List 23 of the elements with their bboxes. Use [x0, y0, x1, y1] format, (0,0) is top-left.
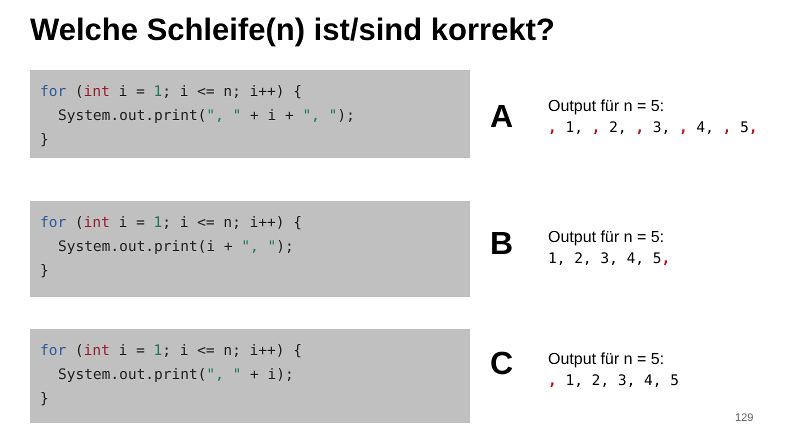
- code-line: System.out.print(", " + i);: [57, 366, 295, 385]
- code-line: }: [40, 131, 50, 150]
- option-letter: A: [490, 98, 514, 135]
- code-block: [30, 70, 470, 158]
- code-block: [30, 329, 470, 423]
- code-block: [30, 201, 470, 297]
- slide-title: Welche Schleife(n) ist/sind korrekt?: [30, 12, 555, 48]
- output-heading: Output für n = 5:: [548, 98, 664, 116]
- output-heading: Output für n = 5:: [548, 351, 664, 369]
- output-text: 1, 2, 3, 4, 5,: [548, 251, 670, 267]
- code-line: for (int i = 1; i <= n; i++) {: [40, 342, 303, 361]
- code-line: System.out.print(i + ", ");: [57, 238, 295, 257]
- code-line: for (int i = 1; i <= n; i++) {: [40, 83, 303, 102]
- output-heading: Output für n = 5:: [548, 229, 664, 247]
- page-number: 129: [735, 412, 754, 424]
- code-line: for (int i = 1; i <= n; i++) {: [40, 214, 303, 233]
- option-letter: C: [490, 345, 514, 382]
- output-text: , 1, , 2, , 3, , 4, , 5,: [548, 120, 758, 136]
- code-line: }: [40, 390, 50, 409]
- output-text: , 1, 2, 3, 4, 5: [548, 373, 679, 389]
- code-line: }: [40, 262, 50, 281]
- code-line: System.out.print(", " + i + ", ");: [57, 107, 356, 126]
- option-letter: B: [490, 225, 514, 262]
